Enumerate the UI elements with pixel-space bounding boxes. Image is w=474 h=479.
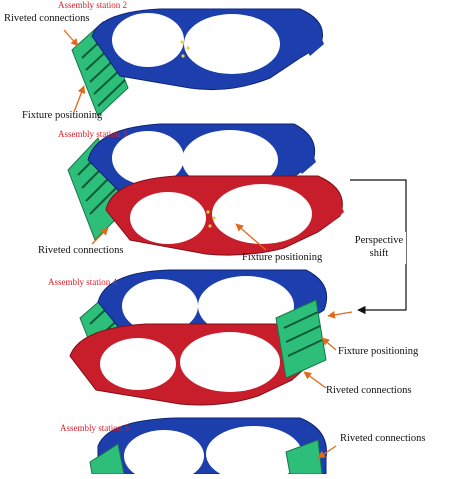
station-2-assembly — [71, 8, 324, 117]
station-2-fixture — [71, 21, 129, 117]
station-4-red-frame — [69, 323, 315, 406]
station-4-riveted-label: Riveted connections — [326, 385, 412, 396]
arrow-s3-riveted — [91, 227, 109, 245]
station-3-fixture-label: Fixture positioning — [242, 252, 323, 263]
station-4-right-fixture — [275, 299, 327, 379]
station-5-title: Assembly station 5 — [60, 423, 129, 433]
station-5-riveted-label: Riveted connections — [340, 433, 426, 444]
arrow-s4-fixture — [321, 337, 337, 351]
station-2-title: Assembly station 2 — [58, 0, 127, 10]
station-3-red-frame — [105, 175, 344, 256]
station-2-blue-frame — [91, 8, 324, 91]
arrow-s4-riveted — [327, 310, 353, 319]
perspective-shift-line1: Perspective — [354, 235, 404, 246]
arrow-s3-fixture — [235, 223, 267, 251]
arrow-s4-riveted-2 — [303, 371, 327, 389]
perspective-shift-label: Perspective shift — [351, 234, 407, 260]
station-3-riveted-label: Riveted connections — [38, 245, 124, 256]
arrow-s2-riveted — [63, 29, 79, 47]
station-5-blue-frame — [97, 417, 327, 479]
station-4-fixture-label: Fixture positioning — [338, 346, 419, 357]
station-2-fixture-label: Fixture positioning — [22, 110, 103, 121]
station-3-title: Assembly station 3 — [58, 129, 127, 139]
station-4-assembly — [69, 269, 328, 406]
station-2-riveted-label: Riveted connections — [4, 13, 90, 24]
arrow-s5-riveted — [317, 445, 337, 459]
perspective-shift-line2: shift — [369, 248, 389, 260]
station-4-title: Assembly station 4 — [48, 277, 117, 287]
arrow-s2-fixture — [73, 85, 86, 113]
station-3-assembly — [67, 123, 344, 256]
perspective-shift-label-bg — [350, 232, 406, 264]
